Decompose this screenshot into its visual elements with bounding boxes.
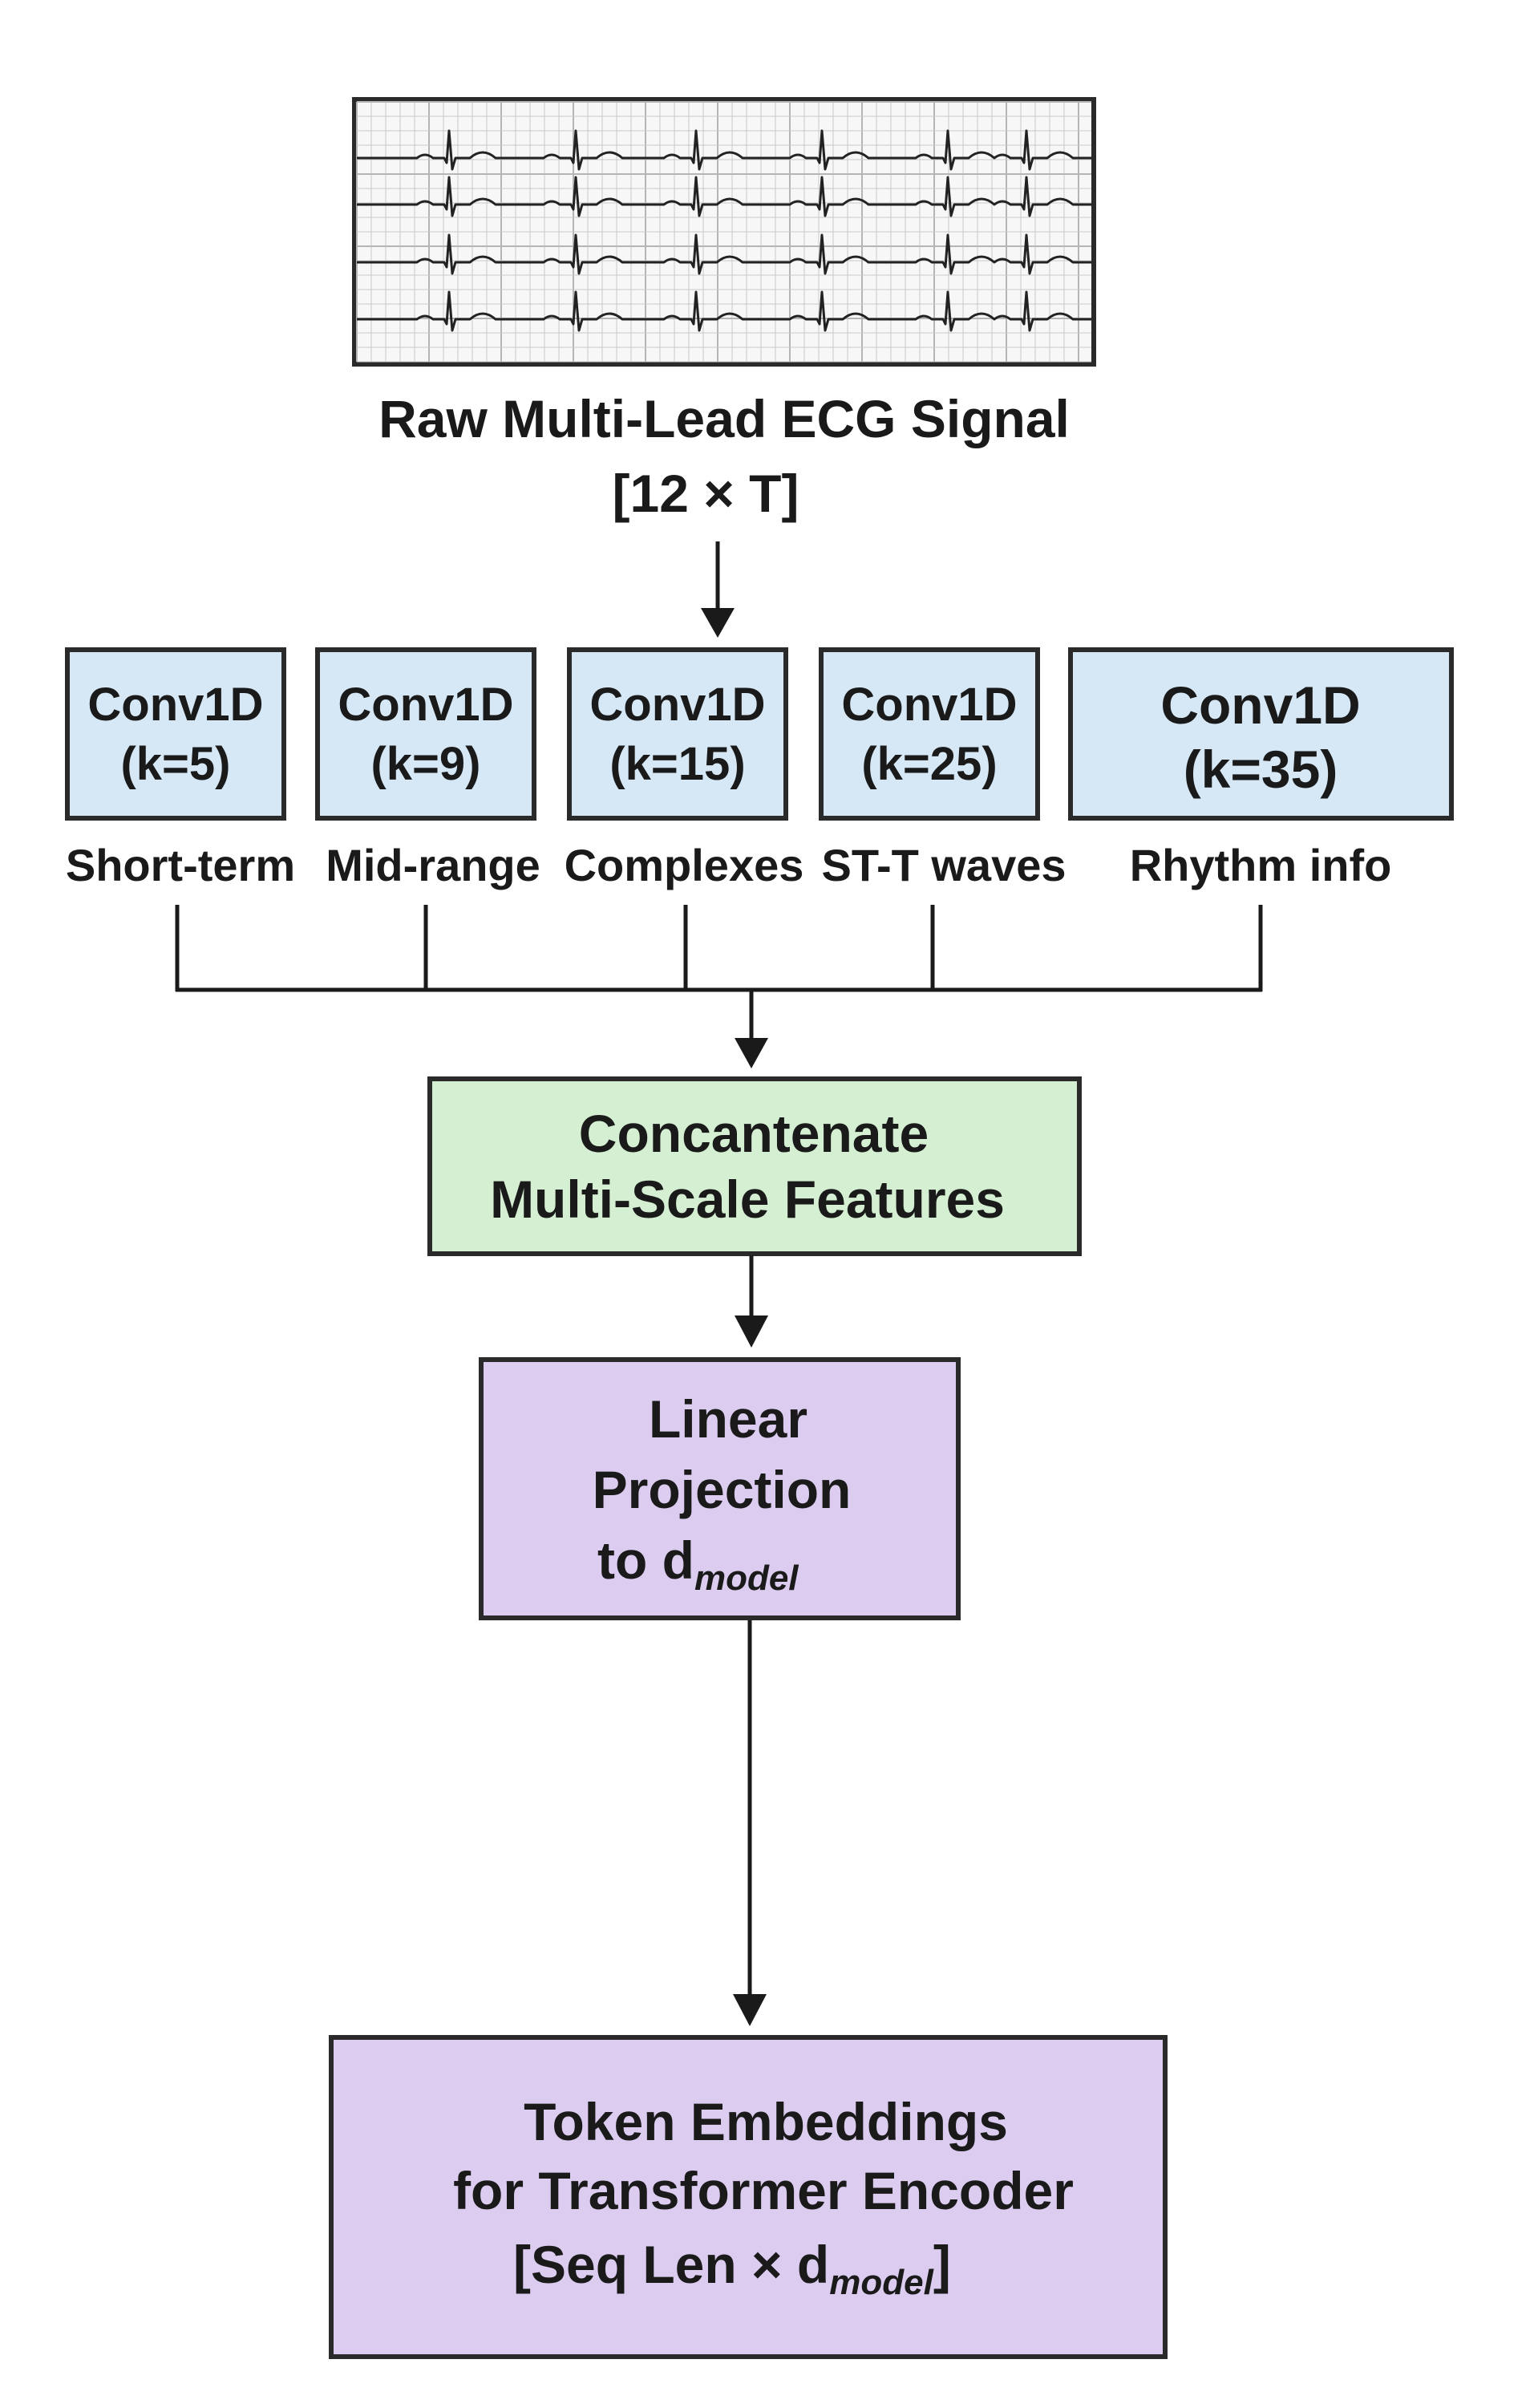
conv-scale-label: ST-T waves <box>821 840 1066 890</box>
merge-connector <box>175 905 1263 1068</box>
conv-scale-label: Rhythm info <box>1130 840 1392 890</box>
projection-box <box>479 1357 961 1620</box>
projection-block: Linear Projection to dmodel <box>479 1357 961 1620</box>
concat-line2: Multi-Scale Features <box>490 1170 1005 1229</box>
ecg-lead-trace <box>357 129 1091 171</box>
conv-box <box>567 647 788 821</box>
ecg-traces <box>357 129 1091 332</box>
output-subscript: model <box>829 2263 933 2302</box>
input-title: Raw Multi-Lead ECG Signal <box>378 389 1070 448</box>
conv-branch-k25: Conv1D (k=25) ST-T waves <box>819 647 1067 890</box>
ecg-lead-trace <box>357 290 1091 332</box>
conv-box <box>819 647 1040 821</box>
conv-box <box>1068 647 1454 821</box>
conv-box <box>65 647 286 821</box>
conv-box-label: Conv1D <box>1160 675 1360 735</box>
conv-branch-k15: Conv1D (k=15) Complexes <box>565 647 804 890</box>
ecg-panel <box>352 97 1096 367</box>
conv-kernel: (k=5) <box>120 738 230 790</box>
conv-kernel: (k=15) <box>609 738 745 790</box>
conv-box-label: Conv1D <box>87 679 263 731</box>
conv-scale-label: Complexes <box>565 840 804 890</box>
arrowhead-input-to-conv <box>701 608 735 638</box>
concat-line1: Concantenate <box>579 1104 929 1163</box>
output-line2: for Transformer Encoder <box>453 2161 1074 2220</box>
conv-kernel: (k=25) <box>861 738 997 790</box>
projection-line3: to dmodel <box>597 1530 799 1598</box>
concat-block: Concantenate Multi-Scale Features <box>427 1076 1082 1256</box>
ecg-lead-trace <box>357 176 1091 217</box>
arrowhead-proj-to-output <box>733 1994 767 2026</box>
conv-box <box>315 647 536 821</box>
conv-box-label: Conv1D <box>589 679 765 731</box>
conv-kernel: (k=35) <box>1184 740 1338 799</box>
conv-branch-k35: Conv1D (k=35) Rhythm info <box>1068 647 1454 890</box>
output-line3-prefix: [Seq Len × d <box>513 2235 829 2294</box>
conv-box-label: Conv1D <box>841 679 1017 731</box>
projection-line3-main: to d <box>597 1530 694 1590</box>
conv-scale-label: Mid-range <box>326 840 540 890</box>
conv-scale-label: Short-term <box>66 840 295 890</box>
conv-branch-k9: Conv1D (k=9) Mid-range <box>315 647 540 890</box>
conv-branch-k5: Conv1D (k=5) Short-term <box>65 647 295 890</box>
conv-kernel: (k=9) <box>370 738 480 790</box>
output-line3: [Seq Len × dmodel] <box>513 2235 951 2302</box>
conv-box-label: Conv1D <box>338 679 513 731</box>
ecg-lead-trace <box>357 233 1091 275</box>
input-shape: [12 × T] <box>613 464 799 523</box>
projection-line2: Projection <box>593 1460 852 1519</box>
output-line3-suffix: ] <box>933 2235 951 2294</box>
output-box <box>329 2035 1168 2359</box>
arrowhead-concat-to-proj <box>735 1315 768 1348</box>
output-block: Token Embeddings for Transformer Encoder… <box>329 2035 1168 2359</box>
projection-line1: Linear <box>649 1389 807 1449</box>
output-line1: Token Embeddings <box>524 2092 1008 2151</box>
concat-box <box>427 1076 1082 1256</box>
projection-subscript: model <box>694 1559 799 1598</box>
arrowhead-merge <box>735 1038 768 1068</box>
